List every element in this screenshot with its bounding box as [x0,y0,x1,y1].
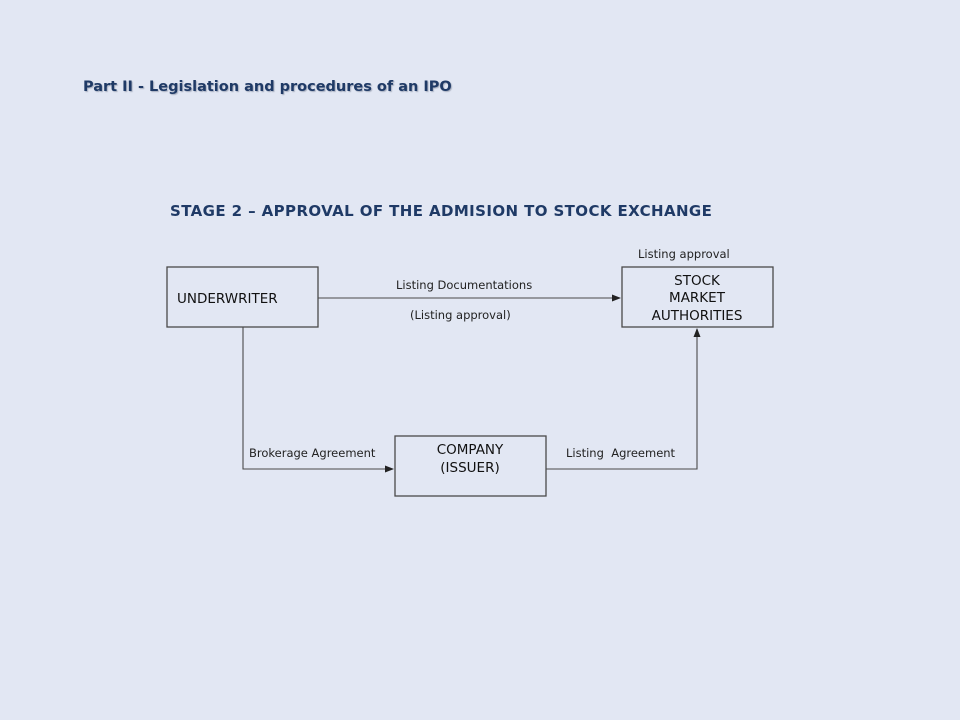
company-box [394,435,547,497]
stock-market-authorities-node: STOCK MARKET AUTHORITIES [621,266,774,328]
stock-market-line-1: STOCK [674,273,721,289]
edge-label-listing-documentations: Listing Documentations [396,278,532,292]
underwriter-node: UNDERWRITER [166,266,319,328]
underwriter-label: UNDERWRITER [177,291,278,307]
company-node: COMPANY (ISSUER) [394,435,547,497]
company-line-2: (ISSUER) [440,460,499,476]
stock-market-authorities-box [621,266,774,328]
edge-company-to-stock-market [546,328,701,470]
edge-label-listing-approval-paren: (Listing approval) [410,308,511,322]
stock-market-line-2: MARKET [669,290,726,306]
company-line-1: COMPANY [437,442,504,458]
stage-title: STAGE 2 – APPROVAL OF THE ADMISION TO ST… [170,202,713,220]
edge-label-listing-approval: Listing approval [638,247,730,261]
edge-underwriter-to-company [242,327,394,473]
edge-label-listing-agreement: Listing Agreement [566,446,676,460]
stock-market-line-3: AUTHORITIES [652,308,743,324]
section-title: Part II - Legislation and procedures of … [83,79,452,95]
edge-label-brokerage-agreement: Brokerage Agreement [249,446,376,460]
